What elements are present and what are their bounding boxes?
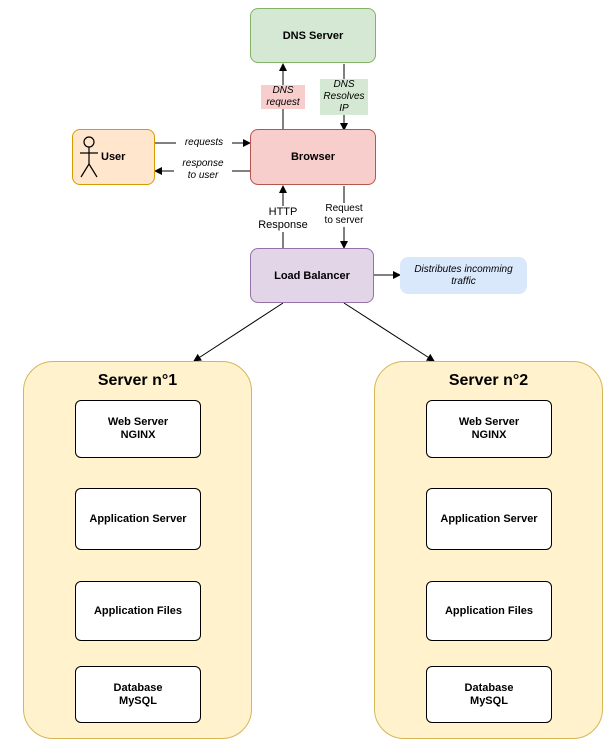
browser-node[interactable]: Browser <box>250 129 376 185</box>
dns-server-label: DNS Server <box>282 29 344 42</box>
http-response-label: HTTP Response <box>254 206 312 232</box>
load-balancer-node[interactable]: Load Balancer <box>250 248 374 303</box>
server-1-application-files[interactable]: Application Files <box>75 581 201 641</box>
traffic-note-text: Distributes incomming traffic <box>414 263 513 287</box>
person-icon <box>80 136 98 178</box>
server-2-application-files[interactable]: Application Files <box>426 581 552 641</box>
edge-lb-server2 <box>343 302 435 362</box>
requests-label: requests <box>176 137 232 149</box>
dns-resolves-label: DNS Resolves IP <box>320 79 368 115</box>
user-label: User <box>101 151 126 163</box>
response-to-user-label: response to user <box>174 158 232 182</box>
server-1-title: Server n°1 <box>97 372 178 389</box>
server-2-web-server[interactable]: Web Server NGINX <box>426 400 552 458</box>
server-2-title: Server n°2 <box>448 372 529 389</box>
server-2-database[interactable]: Database MySQL <box>426 666 552 723</box>
server-1-web-server[interactable]: Web Server NGINX <box>75 400 201 458</box>
server-2-application-server[interactable]: Application Server <box>426 488 552 550</box>
server-1-database[interactable]: Database MySQL <box>75 666 201 723</box>
traffic-note: Distributes incomming traffic <box>400 257 527 294</box>
server-1-application-server[interactable]: Application Server <box>75 488 201 550</box>
browser-label: Browser <box>290 151 336 163</box>
dns-server-node[interactable]: DNS Server <box>250 8 376 63</box>
edge-lb-server1 <box>193 302 284 362</box>
load-balancer-label: Load Balancer <box>274 269 350 282</box>
dns-request-label: DNS request <box>261 85 305 109</box>
request-to-server-label: Request to server <box>318 203 370 227</box>
user-node[interactable]: User <box>72 129 155 185</box>
